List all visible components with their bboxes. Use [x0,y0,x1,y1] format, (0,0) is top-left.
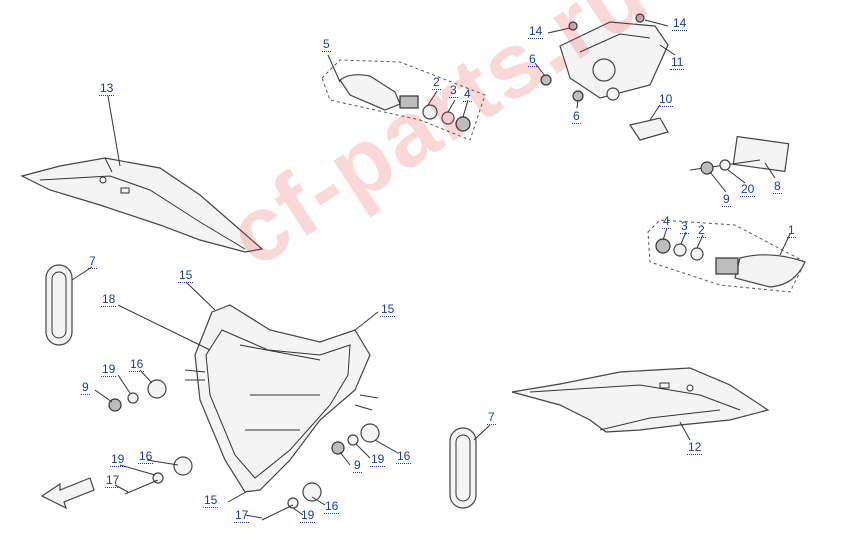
gasket-left-part [45,264,73,346]
callout-3[interactable]: 3 [680,219,689,234]
callout-2[interactable]: 2 [432,75,441,90]
callout-14[interactable]: 14 [528,24,544,39]
side-panel-right-part [511,367,770,433]
callout-8[interactable]: 8 [773,179,782,194]
callout-5[interactable]: 5 [322,37,331,52]
side-panel-left-part [20,157,264,253]
callout-20[interactable]: 20 [740,182,756,197]
grommet-parts [108,379,380,521]
leader-lines [71,19,791,519]
callout-14[interactable]: 14 [672,16,688,31]
callout-15[interactable]: 15 [178,268,194,283]
callout-6[interactable]: 6 [572,109,581,124]
tail-light-housing-part [540,13,669,102]
callout-19[interactable]: 19 [101,362,117,377]
callout-16[interactable]: 16 [396,449,412,464]
callout-17[interactable]: 17 [105,473,121,488]
callout-9[interactable]: 9 [353,458,362,473]
callout-7[interactable]: 7 [487,410,496,425]
callout-17[interactable]: 17 [234,508,250,523]
callout-9[interactable]: 9 [722,192,731,207]
forward-arrow-icon [40,477,95,510]
license-lamp-part [629,117,669,141]
callout-18[interactable]: 18 [101,292,117,307]
callout-3[interactable]: 3 [449,83,458,98]
callout-16[interactable]: 16 [129,357,145,372]
callout-12[interactable]: 12 [687,440,703,455]
callout-10[interactable]: 10 [658,92,674,107]
headlight-frame-part [184,304,379,493]
gasket-right-part [449,427,477,509]
turn-signal-upper-assembly [321,59,486,141]
callout-6[interactable]: 6 [528,52,537,67]
callout-9[interactable]: 9 [81,380,90,395]
callout-4[interactable]: 4 [662,214,671,229]
callout-19[interactable]: 19 [370,452,386,467]
callout-11[interactable]: 11 [670,55,685,70]
turn-signal-lower-assembly [647,219,806,293]
callout-16[interactable]: 16 [324,499,340,514]
callout-7[interactable]: 7 [88,254,97,269]
callout-16[interactable]: 16 [138,449,154,464]
callout-13[interactable]: 13 [99,81,115,96]
callout-19[interactable]: 19 [110,452,126,467]
callout-2[interactable]: 2 [697,223,706,238]
callout-1[interactable]: 1 [787,223,796,238]
reflector-plate-part [689,135,790,175]
callout-15[interactable]: 15 [203,493,219,508]
callout-4[interactable]: 4 [463,87,472,102]
callout-15[interactable]: 15 [380,302,396,317]
callout-19[interactable]: 19 [300,508,316,523]
